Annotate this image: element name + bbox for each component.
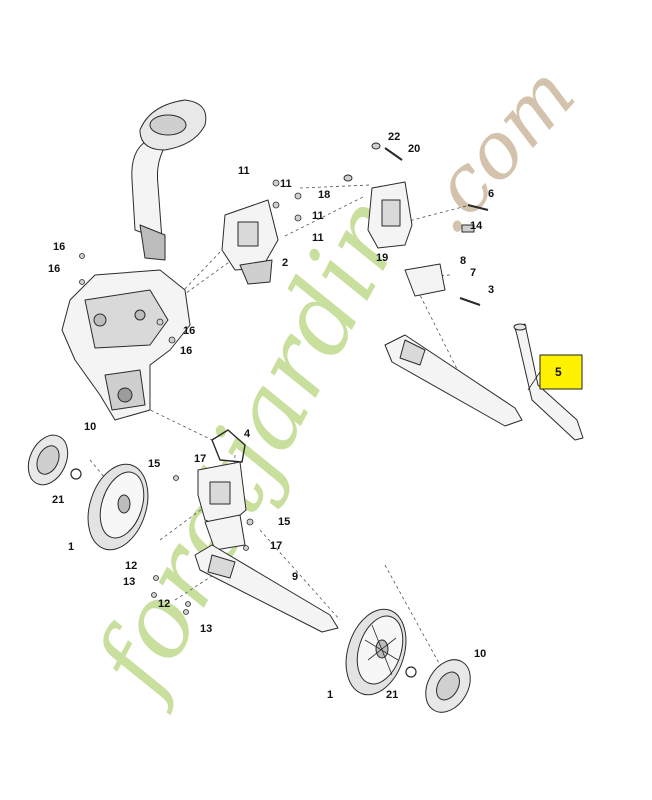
- callout-16d: 16: [180, 345, 192, 357]
- watermark-dotcom: .com: [399, 50, 593, 251]
- hubcap-left: [27, 434, 69, 486]
- callout-7: 7: [470, 267, 476, 279]
- callout-10b: 10: [474, 648, 486, 660]
- callout-11a: 11: [238, 165, 250, 177]
- callout-9: 9: [292, 571, 298, 583]
- highlight-leader: [527, 371, 541, 391]
- hubcap-right: [425, 659, 471, 713]
- highlighted-part-number: 5: [555, 365, 562, 379]
- bracket-part-2: [221, 199, 279, 285]
- callout-13a: 13: [123, 576, 135, 588]
- lower-axle: [194, 544, 339, 633]
- callout-18: 18: [318, 189, 330, 201]
- callout-4: 4: [244, 428, 251, 440]
- callout-10a: 10: [84, 421, 96, 433]
- wheel-right: [345, 608, 407, 696]
- washer-left: [70, 468, 82, 480]
- callout-8: 8: [460, 255, 466, 267]
- callout-15a: 15: [148, 458, 160, 470]
- callout-1a: 1: [68, 541, 74, 553]
- washer-right: [405, 666, 417, 678]
- callout-1b: 1: [327, 689, 333, 701]
- callout-11c: 11: [312, 210, 324, 222]
- callout-16b: 16: [48, 263, 60, 275]
- callout-3: 3: [488, 284, 494, 296]
- callout-2: 2: [282, 257, 288, 269]
- callout-21a: 21: [52, 494, 64, 506]
- gear-housing: [61, 269, 191, 421]
- callout-20: 20: [408, 143, 420, 155]
- callout-13b: 13: [200, 623, 212, 635]
- upper-right-assembly: [343, 142, 489, 306]
- callout-16a: 16: [53, 241, 65, 253]
- callouts: 22 20 11 11 11 11 18 6 14 16 16 16 16 2 …: [48, 131, 494, 701]
- callout-12b: 12: [158, 598, 170, 610]
- callout-11b: 11: [280, 178, 292, 190]
- callout-6: 6: [488, 188, 494, 200]
- rod-part-5: [513, 323, 584, 441]
- callout-15b: 15: [278, 516, 290, 528]
- small-fasteners: [79, 179, 302, 615]
- callout-17a: 17: [194, 453, 206, 465]
- callout-12a: 12: [125, 560, 137, 572]
- callout-19: 19: [376, 252, 388, 264]
- highlight-box-part-5: [539, 354, 583, 390]
- upper-axle: [384, 334, 523, 427]
- callout-21b: 21: [386, 689, 398, 701]
- callout-11d: 11: [312, 232, 324, 244]
- lower-mid-assembly: [197, 429, 247, 551]
- callout-14: 14: [470, 220, 483, 232]
- callout-17b: 17: [270, 540, 282, 552]
- callout-22: 22: [388, 131, 400, 143]
- wheel-left: [87, 463, 149, 551]
- handle-column: [131, 99, 207, 261]
- callout-16c: 16: [183, 325, 195, 337]
